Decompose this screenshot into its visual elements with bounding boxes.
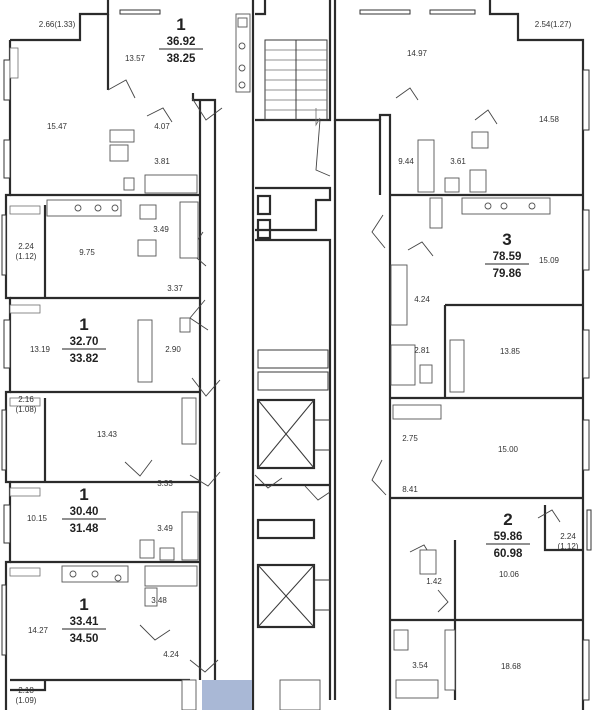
apartment-label-apt-c: 1 30.40 31.48 (62, 485, 106, 535)
room-count: 1 (79, 315, 88, 334)
windows (1, 9, 592, 701)
living-area: 30.40 (70, 506, 99, 518)
total-area: 38.25 (167, 53, 196, 65)
room-area-label: 2.24 (18, 242, 34, 251)
highlighted-area (202, 680, 252, 710)
living-area: 78.59 (493, 251, 522, 263)
room-count: 3 (502, 230, 511, 249)
room-area-label: 3.37 (167, 284, 183, 293)
room-area-label: 2.24 (560, 532, 576, 541)
room-area-label: 3.33 (157, 479, 173, 488)
apartment-label-apt-f: 2 59.86 60.98 (486, 510, 530, 560)
apartment-label-apt-b: 1 32.70 33.82 (62, 315, 106, 365)
room-area-label: 13.43 (97, 430, 118, 439)
apartment-label-apt-d: 1 33.41 34.50 (62, 595, 106, 645)
walls (4, 0, 585, 710)
room-count: 1 (176, 15, 185, 34)
living-area: 33.41 (70, 616, 99, 628)
room-area-label: 13.19 (30, 345, 51, 354)
room-area-label: 10.15 (27, 514, 48, 523)
room-area-label: 15.47 (47, 122, 68, 131)
living-area: 36.92 (167, 36, 196, 48)
room-area-label: 3.54 (412, 661, 428, 670)
staircase (264, 39, 328, 127)
room-area-label: 2.18 (18, 686, 34, 695)
room-area-label: 13.57 (125, 54, 146, 63)
room-area-label: 9.75 (79, 248, 95, 257)
room-area-label: 15.00 (498, 445, 519, 454)
room-count: 1 (79, 485, 88, 504)
room-area-label: 2.66(1.33) (39, 20, 76, 29)
room-area-label: 8.41 (402, 485, 418, 494)
room-area-label: 14.27 (28, 626, 49, 635)
room-area-label: 9.44 (398, 157, 414, 166)
total-area: 60.98 (494, 548, 523, 560)
living-area: 59.86 (494, 531, 523, 543)
total-area: 34.50 (70, 633, 99, 645)
room-area-label: 3.48 (151, 596, 167, 605)
room-area-label: 14.97 (407, 49, 428, 58)
room-area-label: 2.90 (165, 345, 181, 354)
room-area-label: 18.68 (501, 662, 522, 671)
room-area-label: 10.06 (499, 570, 520, 579)
room-area-label: 13.85 (500, 347, 521, 356)
room-area-label: 3.49 (153, 225, 169, 234)
room-area-label: 2.75 (402, 434, 418, 443)
apartment-label-apt-e: 3 78.59 79.86 (485, 230, 529, 280)
room-area-label: 4.24 (163, 650, 179, 659)
fixtures (9, 13, 551, 710)
apartment-labels: 1 36.92 38.25 1 32.70 33.82 1 30.40 31.48 1 33.41 3… (62, 15, 530, 645)
room-count: 2 (503, 510, 512, 529)
room-area-label: 3.49 (157, 524, 173, 533)
room-area-label: 3.61 (450, 157, 466, 166)
room-area-label: 3.81 (154, 157, 170, 166)
total-area: 31.48 (70, 523, 99, 535)
room-area-label: 4.07 (154, 122, 170, 131)
room-area-label: 2.16 (18, 395, 34, 404)
room-area-label: 1.42 (426, 577, 442, 586)
room-area-label: (1.09) (16, 696, 37, 705)
total-area: 79.86 (493, 268, 522, 280)
total-area: 33.82 (70, 353, 99, 365)
room-area-label: (1.12) (558, 542, 579, 551)
room-area-label: 15.09 (539, 256, 560, 265)
room-area-label: 14.58 (539, 115, 560, 124)
room-area-label: 2.54(1.27) (535, 20, 572, 29)
room-count: 1 (79, 595, 88, 614)
room-area-label: 2.81 (414, 346, 430, 355)
apartment-label-apt-a: 1 36.92 38.25 (159, 15, 203, 65)
elevators (257, 399, 315, 628)
living-area: 32.70 (70, 336, 99, 348)
room-area-label: 4.24 (414, 295, 430, 304)
room-area-label: (1.08) (16, 405, 37, 414)
room-area-label: (1.12) (16, 252, 37, 261)
